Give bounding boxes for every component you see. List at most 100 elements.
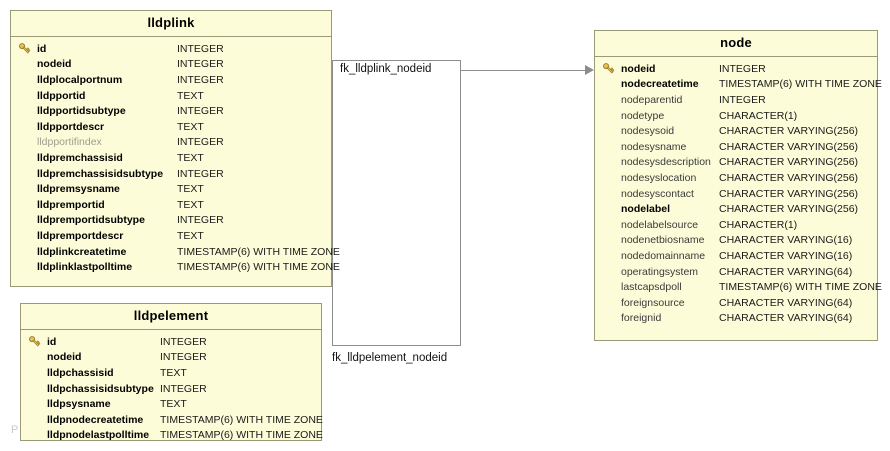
column-type: CHARACTER VARYING(16) [719,234,853,247]
relationship-label-fk-lldplink-nodeid[interactable]: fk_lldplink_nodeid [340,63,432,75]
column-name: foreignsource [621,296,685,309]
column-type: TEXT [160,398,187,411]
column-name: lldpremchassisid [37,151,123,164]
column-row[interactable]: lldpnodecreatetime TIMESTAMP(6) WITH TIME… [21,412,323,428]
column-row[interactable]: lldpremportidsubtype INTEGER [11,213,331,229]
column-name: lldpportifindex [37,136,102,149]
column-row[interactable]: nodelabel CHARACTER VARYING(256) [595,201,877,217]
column-row[interactable]: lldplocalportnum INTEGER [11,72,331,88]
column-name: nodenetbiosname [621,234,705,247]
column-name: operatingsystem [621,265,699,278]
column-row[interactable]: foreignsource CHARACTER VARYING(64) [595,295,877,311]
column-name: lldpchassisidsubtype [47,382,154,395]
column-name: lldpremportdescr [37,229,124,242]
column-name: lldpremchassisidsubtype [37,167,164,180]
column-name: nodecreatetime [621,78,699,91]
column-name: nodelabel [621,203,671,216]
column-type: INTEGER [719,93,766,106]
entity-title-lldpelement: lldpelement [21,304,321,330]
column-row[interactable]: lldpremportid TEXT [11,197,331,213]
column-type: INTEGER [177,214,224,227]
column-type: INTEGER [177,73,224,86]
column-name: lldpremportid [37,198,105,211]
column-name: lldpnodecreatetime [47,413,144,426]
column-type: INTEGER [719,62,766,75]
column-type: TEXT [177,120,204,133]
column-type: CHARACTER VARYING(64) [719,312,853,325]
column-name: lldpremportidsubtype [37,214,145,227]
column-row[interactable]: nodedomainname CHARACTER VARYING(16) [595,248,877,264]
column-type: INTEGER [177,105,224,118]
column-type: TEXT [177,198,204,211]
column-row[interactable]: lldpremchassisid TEXT [11,150,331,166]
column-name: lldplocalportnum [37,73,123,86]
column-type: CHARACTER VARYING(256) [719,156,859,169]
column-name: nodelabelsource [621,218,699,231]
column-type: TIMESTAMP(6) WITH TIME ZONE [160,429,323,442]
column-type: CHARACTER VARYING(64) [719,296,853,309]
column-type: INTEGER [177,136,224,149]
column-row[interactable]: nodecreatetime TIMESTAMP(6) WITH TIME ZON… [595,77,882,93]
column-name: lldpsysname [47,398,111,411]
relationship-line-lldplink-node [460,70,586,71]
column-type: CHARACTER VARYING(64) [719,265,853,278]
column-row[interactable]: operatingsystem CHARACTER VARYING(64) [595,264,877,280]
column-row[interactable]: nodesysoid CHARACTER VARYING(256) [595,123,877,139]
column-type: CHARACTER VARYING(256) [719,187,859,200]
relationship-arrowhead-node [585,65,594,75]
primary-key-icon [21,335,47,348]
column-type: TIMESTAMP(6) WITH TIME ZONE [719,78,882,91]
column-row[interactable]: lldpsysname TEXT [21,396,321,412]
column-name: lldpchassisid [47,366,114,379]
column-type: TIMESTAMP(6) WITH TIME ZONE [719,281,882,294]
column-name: nodedomainname [621,249,706,262]
entity-title-node: node [595,31,877,57]
relationship-label-fk-lldpelement-nodeid[interactable]: fk_lldpelement_nodeid [332,352,448,364]
column-type: TIMESTAMP(6) WITH TIME ZONE [160,413,323,426]
column-row[interactable]: lldpportifindex INTEGER [11,135,331,151]
column-type: TIMESTAMP(6) WITH TIME ZONE [177,245,340,258]
column-type: CHARACTER VARYING(16) [719,249,853,262]
column-row[interactable]: nodenetbiosname CHARACTER VARYING(16) [595,233,877,249]
column-type: TEXT [177,151,204,164]
primary-key-icon [11,42,37,55]
column-type: CHARACTER VARYING(256) [719,125,859,138]
relationship-routing-box [332,60,461,346]
column-name: nodesyscontact [621,187,694,200]
column-name: lldpportid [37,89,86,102]
column-type: CHARACTER VARYING(256) [719,203,859,216]
column-type: INTEGER [177,42,224,55]
column-name: nodesysoid [621,125,675,138]
column-row[interactable]: nodesyscontact CHARACTER VARYING(256) [595,186,877,202]
column-type: INTEGER [160,335,207,348]
